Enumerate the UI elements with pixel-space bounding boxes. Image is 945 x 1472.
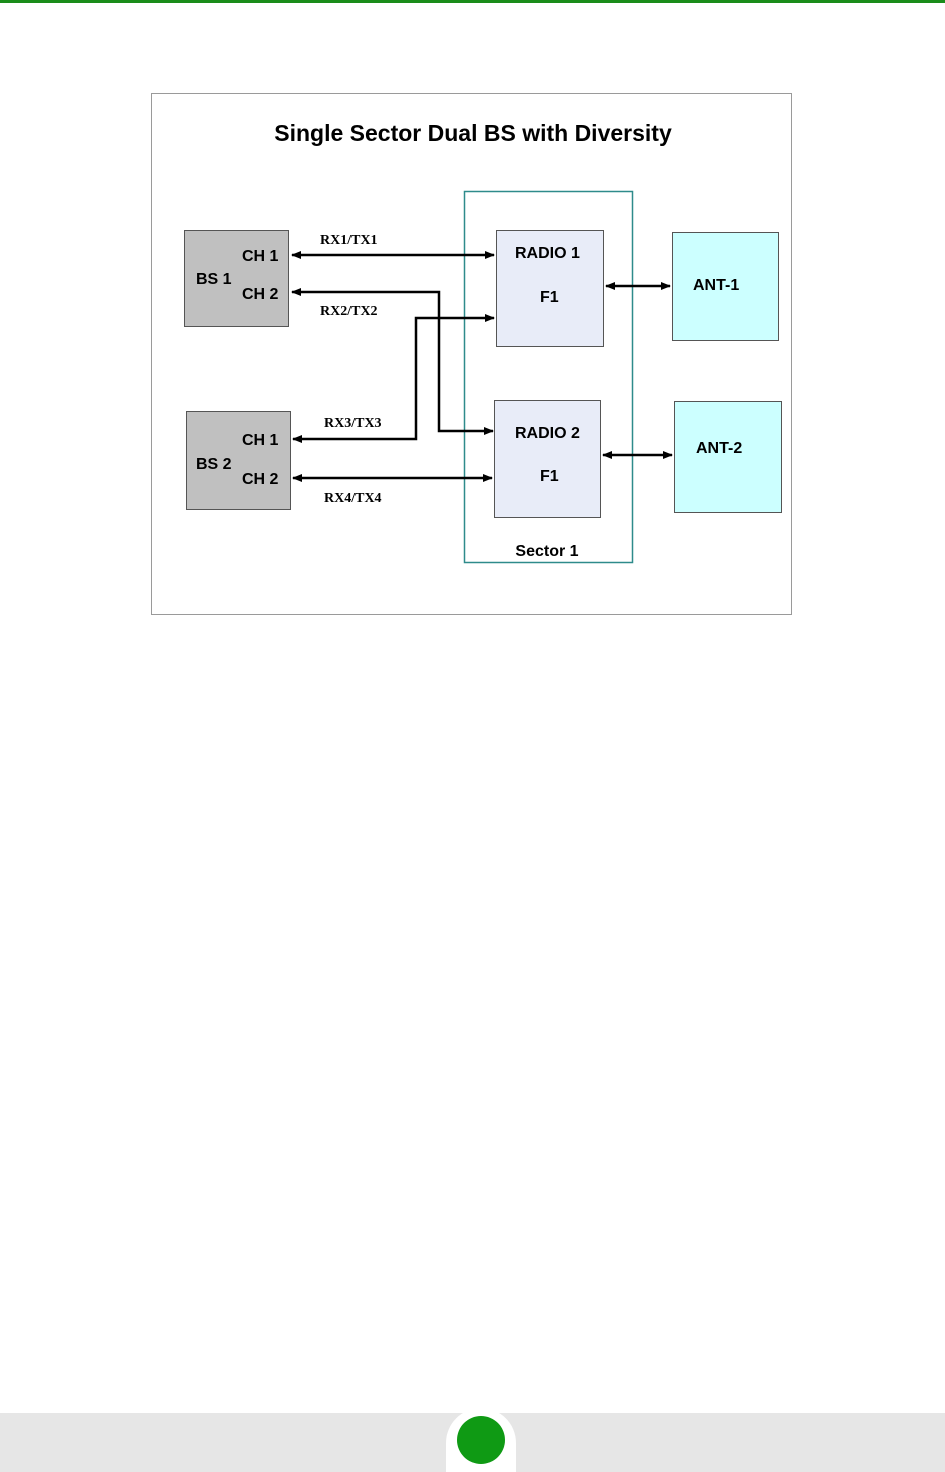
radio2-label: RADIO 2: [515, 425, 580, 442]
bs2-label: BS 2: [196, 456, 232, 473]
link-rx1-tx1-label: RX1/TX1: [320, 233, 378, 248]
radio1-freq: F1: [540, 289, 559, 306]
link-rx4-tx4-label: RX4/TX4: [324, 491, 382, 506]
ant2-box: [675, 402, 782, 513]
radio1-label: RADIO 1: [515, 245, 580, 262]
link-rx3-tx3-label: RX3/TX3: [324, 416, 382, 431]
diagram-title: Single Sector Dual BS with Diversity: [274, 120, 672, 146]
link-rx2-tx2-label: RX2/TX2: [320, 304, 378, 319]
ant2-label: ANT-2: [696, 440, 742, 457]
bs1-ch1-label: CH 1: [242, 248, 279, 265]
ant1-label: ANT-1: [693, 277, 739, 294]
bs2-ch1-label: CH 1: [242, 432, 279, 449]
bs1-ch2-label: CH 2: [242, 286, 279, 303]
sector-label: Sector 1: [515, 543, 578, 560]
bs1-label: BS 1: [196, 271, 232, 288]
bs2-ch2-label: CH 2: [242, 471, 279, 488]
radio2-box: [495, 401, 601, 518]
radio2-freq: F1: [540, 468, 559, 485]
page-marker-dot: [457, 1416, 505, 1464]
